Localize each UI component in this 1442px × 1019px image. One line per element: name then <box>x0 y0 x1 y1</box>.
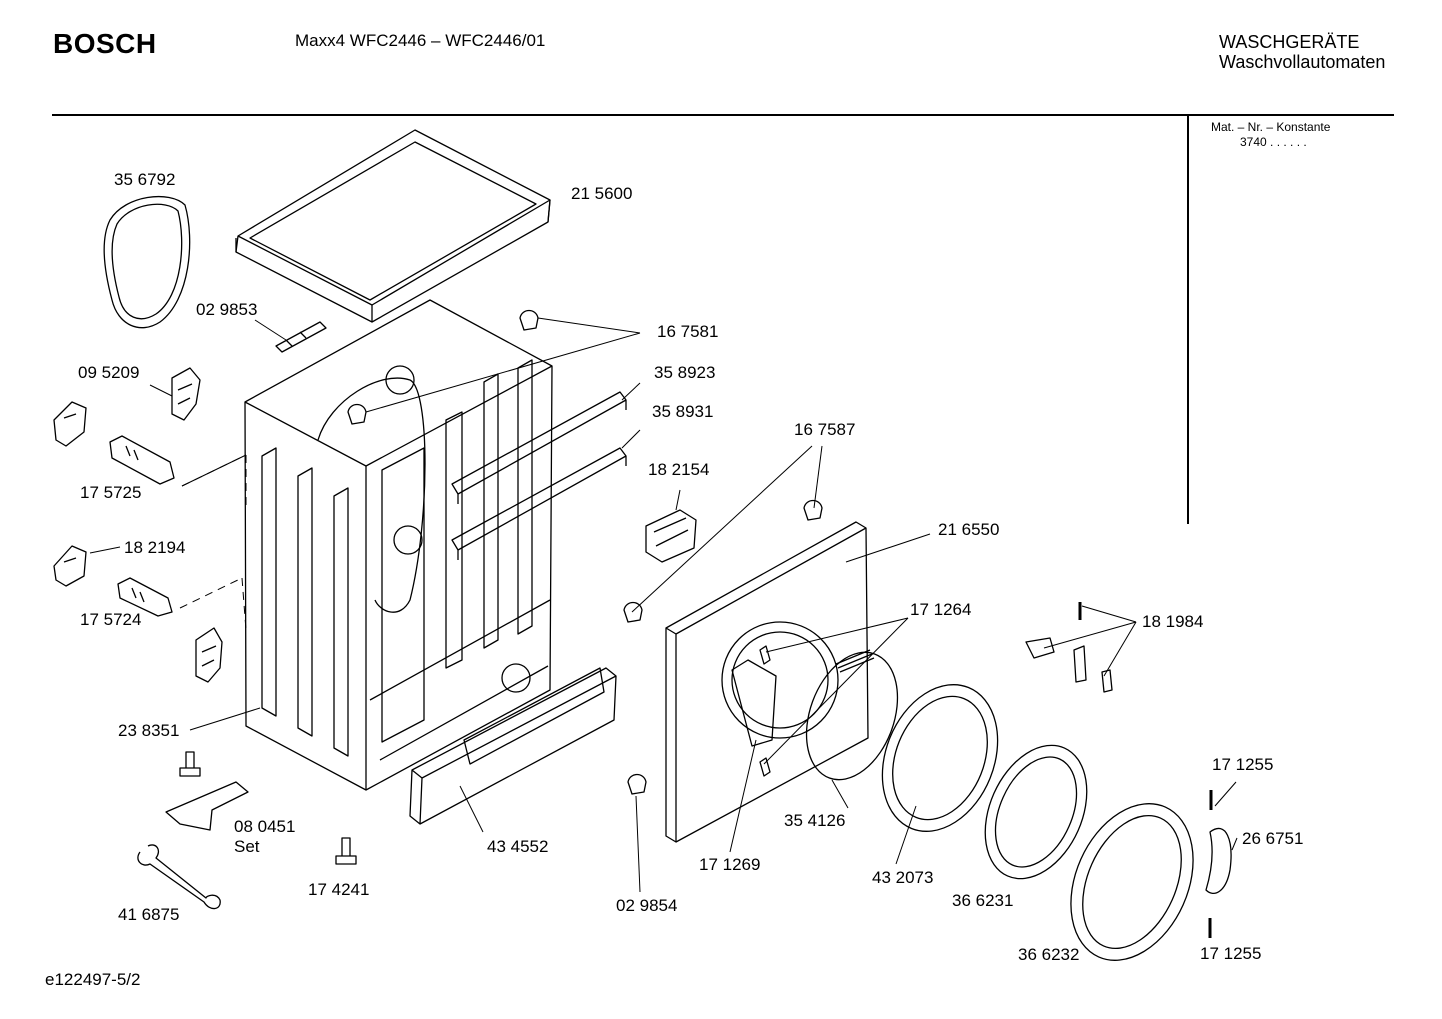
brand-logo: BOSCH <box>53 28 157 59</box>
clip-167587-drawing <box>803 499 823 521</box>
leader-lines <box>89 317 1238 893</box>
part-label-432073: 43 2073 <box>872 868 934 887</box>
part-label-080451-set: Set <box>234 837 260 856</box>
part-label-171255-bottom: 17 1255 <box>1200 944 1262 963</box>
mount-upper-drawing <box>53 401 87 447</box>
part-label-215600: 21 5600 <box>571 184 633 203</box>
header-divider <box>52 114 1394 116</box>
door-outer-ring-drawing <box>1070 803 1194 961</box>
bracket-lower-drawing <box>195 627 223 683</box>
clip-029853-drawing <box>275 321 327 353</box>
part-label-182154: 18 2154 <box>648 460 710 479</box>
part-label-029853: 02 9853 <box>196 300 258 319</box>
part-label-366232: 36 6232 <box>1018 945 1080 964</box>
drive-belt-drawing <box>103 195 191 329</box>
clip-029854-drawing <box>627 773 647 795</box>
clip-167587b-drawing <box>623 601 643 623</box>
part-label-216550: 21 6550 <box>938 520 1000 539</box>
part-label-358923: 35 8923 <box>654 363 716 382</box>
part-label-029854: 02 9854 <box>616 896 678 915</box>
side-panel-divider <box>1187 116 1189 524</box>
part-label-181984: 18 1984 <box>1142 612 1204 631</box>
bracket-095209-drawing <box>171 367 201 421</box>
door-window-366231-drawing <box>984 744 1088 880</box>
cabinet-drawing <box>244 299 553 791</box>
clip-167581b-drawing <box>347 403 367 425</box>
top-cover-drawing <box>235 129 551 323</box>
part-label-354126: 35 4126 <box>784 811 846 830</box>
shock-absorber-175724-drawing <box>117 577 173 617</box>
mat-label: Mat. – Nr. – Konstante <box>1211 120 1331 134</box>
part-label-416875: 41 6875 <box>118 905 180 924</box>
wrench-drawing <box>137 844 221 910</box>
pin-171269-drawing <box>759 645 771 777</box>
front-panel-drawing <box>665 521 869 843</box>
part-label-266751: 26 6751 <box>1242 829 1304 848</box>
model-title: Maxx4 WFC2446 – WFC2446/01 <box>295 31 546 50</box>
part-label-175724: 17 5724 <box>80 610 142 629</box>
clip-167581-drawing <box>519 309 539 331</box>
part-label-167587: 16 7587 <box>794 420 856 439</box>
mat-value: 3740 . . . . . . <box>1240 135 1307 149</box>
part-label-171255-top: 17 1255 <box>1212 755 1274 774</box>
detergent-drawer-drawing <box>409 667 617 825</box>
category-subtitle: Waschvollautomaten <box>1219 52 1386 72</box>
part-label-171269: 17 1269 <box>699 855 761 874</box>
foot-plate-drawing <box>165 781 249 831</box>
mount-182194-drawing <box>53 545 87 587</box>
part-label-174241: 17 4241 <box>308 880 370 899</box>
document-id: e122497-5/2 <box>45 970 141 989</box>
category-title: WASCHGERÄTE <box>1219 32 1360 52</box>
pin-171255-drawing <box>1208 790 1213 938</box>
part-label-175725: 17 5725 <box>80 483 142 502</box>
part-label-358931: 35 8931 <box>652 402 714 421</box>
rail-358923-drawing <box>451 391 627 504</box>
part-label-434552: 43 4552 <box>487 837 549 856</box>
part-label-356792: 35 6792 <box>114 170 176 189</box>
part-label-080451: 08 0451 <box>234 817 296 836</box>
part-label-167581: 16 7581 <box>657 322 719 341</box>
door-lock-drawing <box>645 509 697 563</box>
rail-358931-drawing <box>451 447 627 560</box>
part-label-182194: 18 2194 <box>124 538 186 557</box>
hinge-parts-drawing <box>1025 602 1113 693</box>
part-label-171264: 17 1264 <box>910 600 972 619</box>
door-handle-drawing <box>1205 827 1232 894</box>
door-inner-ring-drawing <box>881 684 999 832</box>
part-label-238351: 23 8351 <box>118 721 180 740</box>
part-label-095209: 09 5209 <box>78 363 140 382</box>
door-glass-drawing <box>805 651 899 781</box>
part-label-366231: 36 6231 <box>952 891 1014 910</box>
foot-screw-174241-drawing <box>335 837 357 865</box>
foot-screw-drawing <box>179 751 201 777</box>
shock-absorber-175725-drawing <box>109 435 175 485</box>
